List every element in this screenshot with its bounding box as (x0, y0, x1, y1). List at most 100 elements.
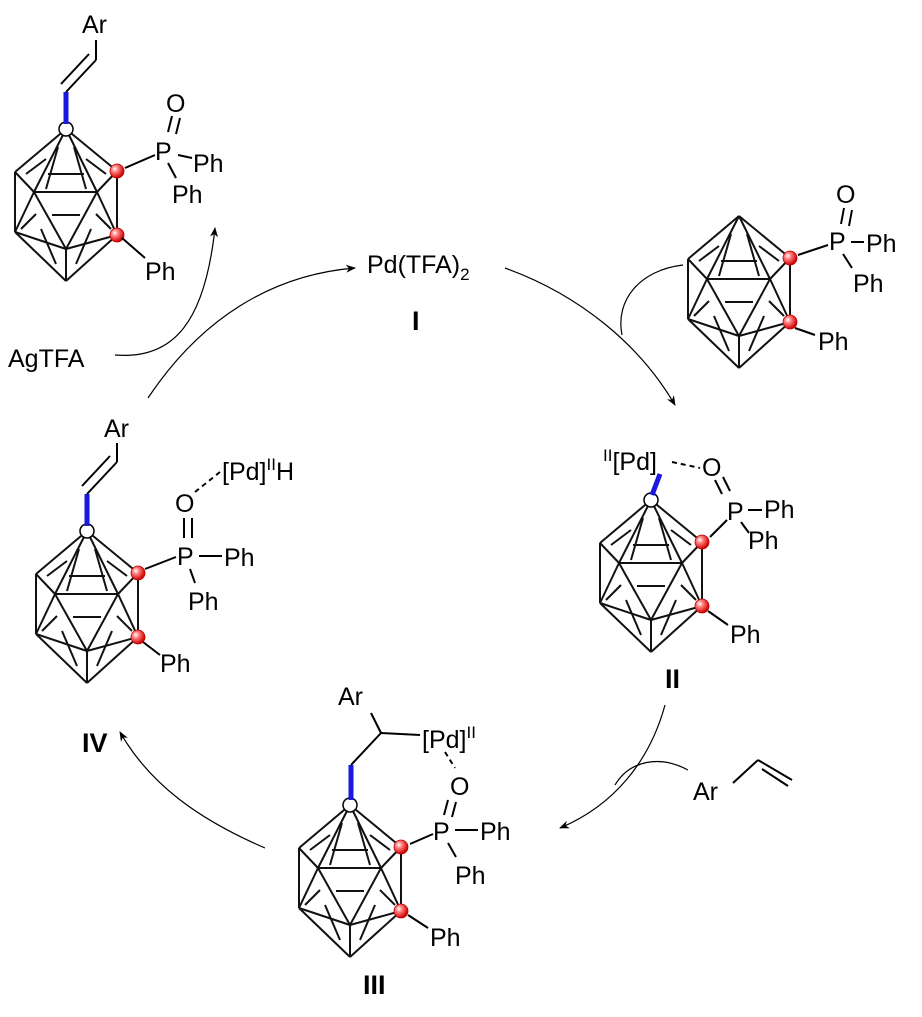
cage-edge (618, 562, 652, 621)
cage-edge (706, 278, 740, 337)
cage-back-edge (95, 213, 112, 230)
cage-edge (298, 907, 351, 926)
ph-label: Ph (853, 270, 884, 298)
carborane-cages (14, 121, 798, 958)
cage-back-edge (359, 904, 376, 941)
cage-back-edge (610, 529, 632, 546)
cage-edge (14, 128, 67, 173)
cage-edge (86, 530, 139, 574)
carbon-vertex (130, 629, 146, 645)
ph-label: Ph (480, 818, 511, 846)
cage-edge (86, 593, 119, 652)
ph-label: Ph (430, 924, 461, 952)
cage-back-edge (46, 560, 68, 577)
o-label: O (702, 454, 721, 482)
alkene-bond-2 (81, 455, 111, 487)
cage-edge (599, 562, 620, 604)
catalyst-formula: Pd(TFA)2 (367, 251, 470, 284)
p-ph-bond (177, 154, 193, 159)
p-o-bond (443, 799, 449, 816)
oxidant-agtfa: AgTFA (8, 345, 85, 373)
cage-edge (650, 605, 703, 653)
carbon-vertex (782, 314, 798, 330)
cage-back-edge (660, 599, 677, 636)
ph-label: Ph (188, 588, 219, 616)
o-label: O (166, 90, 185, 118)
cage-back-edge (680, 584, 697, 601)
carborane-cage (298, 797, 409, 958)
cage-back-edge (45, 146, 59, 190)
ph-label: Ph (455, 862, 486, 890)
p-label: P (727, 498, 744, 526)
cage-edge (738, 321, 791, 369)
cage-back-edge (85, 158, 107, 175)
cage-edge (618, 499, 652, 564)
c-p-bond (797, 244, 829, 256)
cage-back-edge (713, 315, 730, 352)
ph-label: Ph (748, 527, 779, 555)
pd-o-dashed (444, 751, 456, 769)
p-label: P (177, 543, 194, 571)
cage-edge (65, 234, 118, 250)
cage-back-edge (630, 517, 644, 561)
carbon-vertex (109, 227, 125, 243)
cage-edge (298, 804, 351, 849)
cage-edge (650, 562, 683, 621)
cage-edge (349, 910, 402, 926)
o-label: O (450, 773, 469, 801)
cage-edge (599, 499, 652, 544)
cage-edge (33, 191, 67, 250)
p-o-bond-2 (722, 476, 731, 492)
label-IV: IV (82, 728, 108, 758)
cage-edge (687, 278, 708, 320)
p-o-bond (714, 479, 723, 495)
ar-label: Ar (82, 11, 107, 39)
c-ph-bond (707, 610, 729, 626)
cage-back-edge (96, 630, 113, 667)
p-ph-bond (842, 253, 853, 269)
alkene-bond-2 (60, 53, 90, 85)
cage-edge (65, 128, 118, 172)
cage-back-edge (106, 560, 128, 577)
p-label: P (433, 818, 450, 846)
cage-edge (738, 215, 791, 259)
cage-edge (599, 542, 620, 564)
carborane-cage (599, 492, 710, 653)
carbon-vertex (694, 534, 710, 550)
p-o-bond-2 (175, 117, 181, 135)
vinyl-bond (732, 759, 759, 784)
cage-edge (650, 499, 703, 543)
c-p-bond (709, 519, 728, 538)
cage-edge (14, 191, 35, 233)
cage-edge (599, 602, 652, 621)
cage-edge (54, 593, 88, 652)
cage-edge (738, 278, 771, 337)
boron-vertex-b4 (342, 797, 358, 813)
cage-back-edge (66, 548, 80, 592)
carbon-vertex (782, 250, 798, 266)
c-pd-bond (380, 732, 421, 736)
cage-back-edge (670, 529, 692, 546)
cage-edge (14, 231, 67, 282)
o-label: O (175, 490, 194, 518)
cage-back-edge (25, 158, 47, 175)
ph-label: Ph (172, 181, 203, 209)
c-ph-bond (407, 914, 429, 929)
cage-edge (349, 910, 402, 958)
cage-edge (65, 191, 98, 250)
p-label: P (829, 228, 846, 256)
cage-edge (86, 530, 119, 595)
ar-label: Ar (338, 683, 363, 711)
olefin-entry-curve (614, 761, 689, 786)
cage-back-edge (304, 889, 321, 906)
cage-edge (681, 562, 703, 607)
p-label: P (155, 138, 172, 166)
carbon-vertex (393, 839, 409, 855)
cage-edge (349, 867, 382, 926)
cage-back-edge (698, 245, 720, 262)
cage-back-edge (73, 146, 87, 190)
c-p-bond (124, 154, 156, 169)
c-p-bond (409, 833, 434, 845)
cage-back-edge (94, 548, 108, 592)
